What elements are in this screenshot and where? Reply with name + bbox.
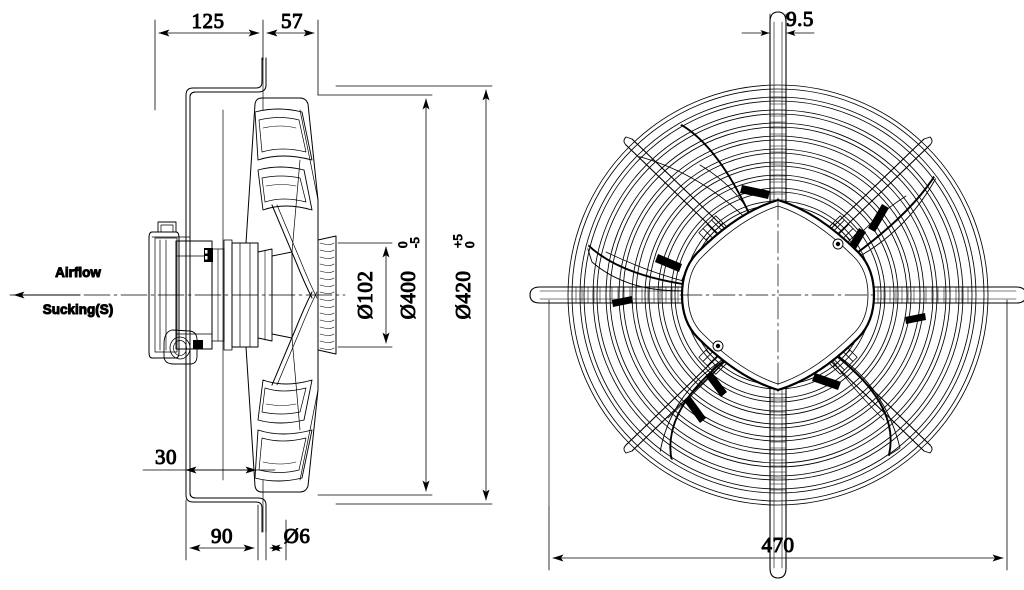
dimension-dia102	[337, 242, 393, 348]
dim-label-30: 30	[155, 445, 177, 469]
impeller-blade-lower	[245, 291, 319, 493]
dimension-90-dia6	[185, 499, 287, 561]
dim-label-dia400-tol-upper: 0	[395, 242, 410, 249]
dim-label-dia400: Ø400	[396, 271, 420, 320]
dim-label-dia102: Ø102	[353, 271, 377, 320]
dim-label-dia420: Ø420	[451, 271, 475, 320]
bracket-edge-lines	[222, 57, 264, 533]
impeller-blade-upper	[245, 97, 319, 299]
airflow-label: Airflow	[55, 265, 101, 280]
mounting-bracket-bottom	[185, 479, 267, 533]
dimension-125-57	[154, 19, 319, 111]
hub-screws	[712, 238, 844, 352]
dim-label-dia400-tol-lower: -5	[407, 237, 422, 248]
dim-label-dia6: Ø6	[284, 524, 311, 548]
mounting-bracket-top	[185, 57, 267, 111]
dimension-dia420	[335, 85, 493, 505]
dim-label-470: 470	[762, 533, 795, 557]
sucking-label: Sucking(S)	[43, 302, 114, 317]
dim-label-dia400-group: Ø400 0 -5	[395, 237, 423, 320]
dim-label-90: 90	[211, 524, 233, 548]
dim-label-125: 125	[192, 9, 225, 33]
dimension-dia400	[317, 94, 433, 496]
dim-label-dia420-tol-upper: +5	[450, 234, 465, 248]
dim-label-57: 57	[281, 9, 303, 33]
dim-label-dia420-group: Ø420 +5 0	[450, 234, 478, 320]
dim-label-9-5: 9.5	[786, 7, 814, 31]
cable-gland	[163, 329, 203, 365]
dimension-9-5	[741, 13, 815, 41]
shroud-ring-side	[317, 235, 337, 355]
dim-label-dia420-tol-lower: 0	[462, 242, 477, 249]
centerline-front-view	[679, 197, 877, 393]
dimension-470	[548, 299, 1008, 571]
